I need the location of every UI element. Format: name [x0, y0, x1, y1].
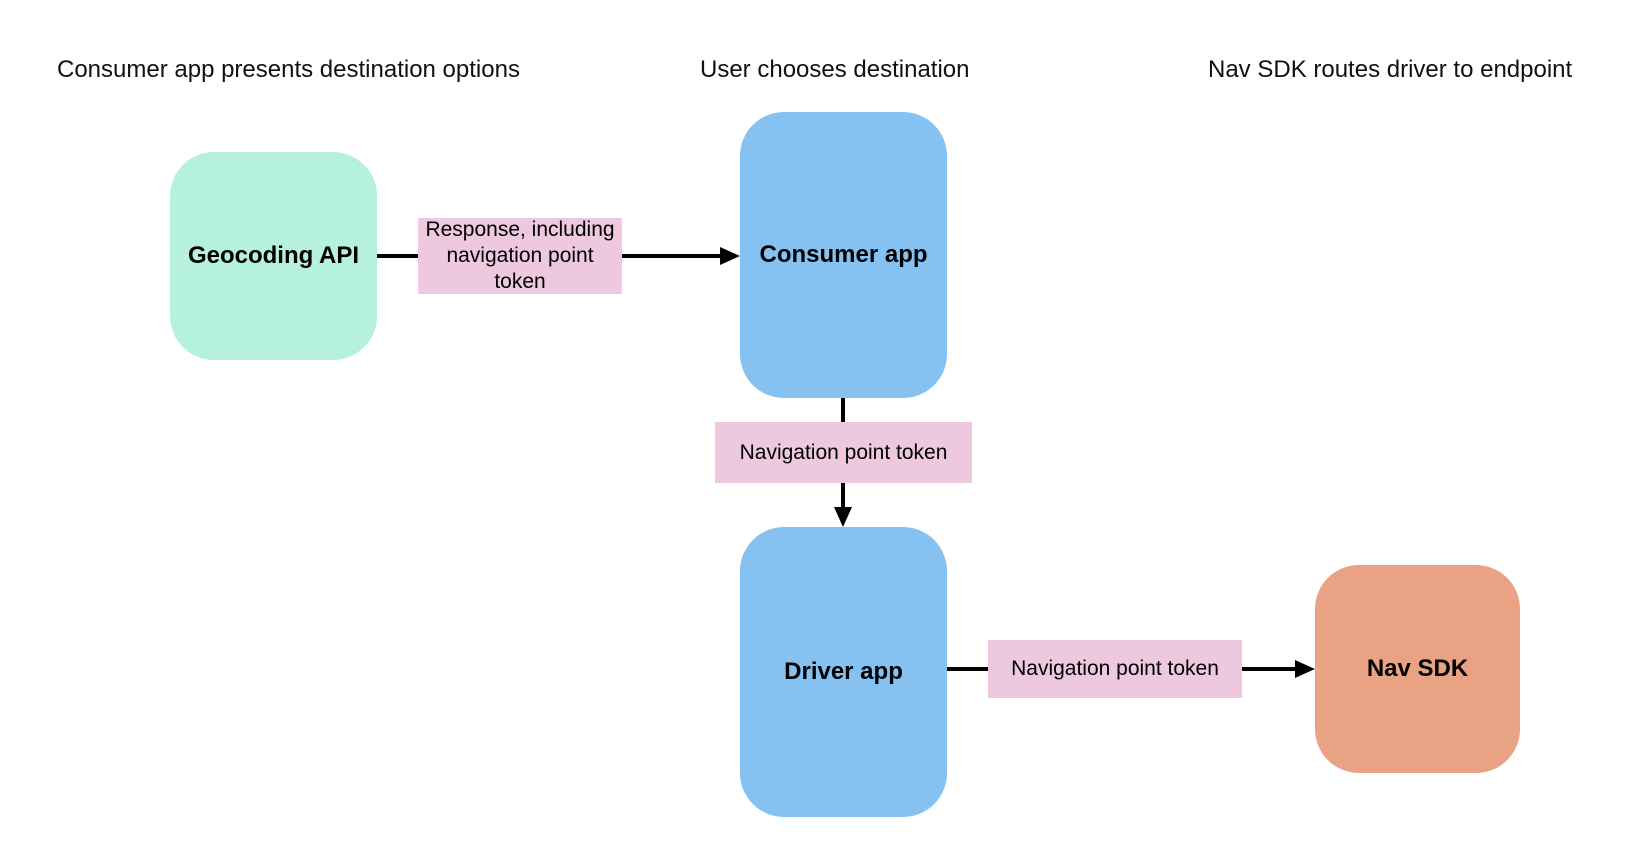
- connector-line-driver-to-label: [947, 667, 988, 671]
- phase-heading-navsdk-routes: Nav SDK routes driver to endpoint: [1208, 56, 1573, 83]
- node-driver-app-label: Driver app: [784, 658, 903, 685]
- node-nav-sdk: Nav SDK: [1315, 565, 1520, 773]
- node-geocoding-api: Geocoding API: [170, 152, 377, 360]
- phase-heading-user-chooses: User chooses destination: [700, 56, 970, 83]
- edge-label-response-token: Response, including navigation point tok…: [418, 218, 622, 294]
- connector-line-geocoding-to-label: [377, 254, 418, 258]
- connector-line-label-to-navsdk: [1242, 667, 1295, 671]
- node-consumer-app: Consumer app: [740, 112, 947, 398]
- edge-label-navigation-point-token-horizontal: Navigation point token: [988, 640, 1242, 698]
- arrowhead-right-icon: [1295, 660, 1315, 678]
- connector-line-consumer-to-label: [841, 398, 845, 422]
- arrowhead-right-icon: [720, 247, 740, 265]
- arrowhead-down-icon: [834, 507, 852, 527]
- edge-label-navigation-point-token-vertical: Navigation point token: [715, 422, 972, 483]
- node-consumer-app-label: Consumer app: [759, 241, 928, 268]
- node-geocoding-api-label: Geocoding API: [187, 242, 360, 269]
- connector-line-label-to-consumer: [622, 254, 720, 258]
- phase-heading-consumer-presents: Consumer app presents destination option…: [57, 56, 520, 83]
- node-driver-app: Driver app: [740, 527, 947, 817]
- node-nav-sdk-label: Nav SDK: [1366, 655, 1469, 682]
- connector-line-label-to-driver: [841, 483, 845, 509]
